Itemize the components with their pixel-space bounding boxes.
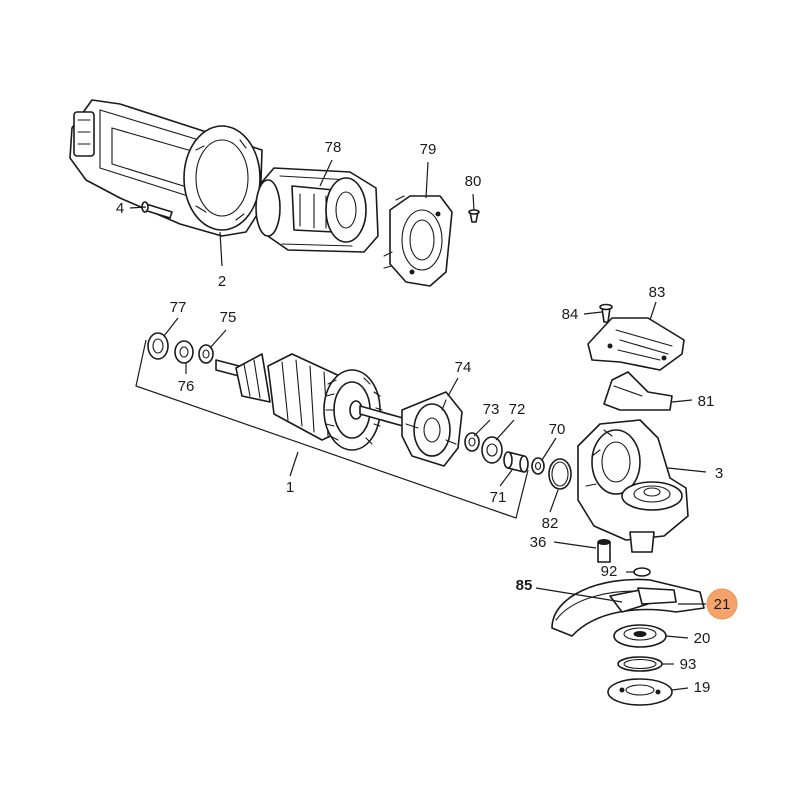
callout-labels: 4 2 78 79 80 77 76 75 74 73 72 71 70 82 …: [116, 139, 738, 696]
callout-92: 92: [601, 563, 618, 580]
callout-79: 79: [420, 141, 437, 158]
spring-clip-81: [603, 371, 673, 411]
bearing-77: [147, 332, 169, 360]
callout-2: 2: [218, 273, 226, 290]
nut-70: [531, 457, 545, 475]
callout-76: 76: [178, 378, 195, 395]
callout-93: 93: [680, 656, 697, 673]
callout-85: 85: [516, 577, 533, 594]
screw-80: [468, 209, 480, 223]
callout-78: 78: [325, 139, 342, 156]
callout-84: 84: [562, 306, 579, 323]
screw-4: [141, 201, 173, 219]
callout-72: 72: [509, 401, 526, 418]
callout-21: 21: [714, 596, 731, 613]
callout-83: 83: [649, 284, 666, 301]
callout-73: 73: [483, 401, 500, 418]
ring-92: [633, 567, 651, 577]
gear-housing: [577, 419, 689, 553]
fan-74: [401, 391, 463, 467]
stator: [255, 167, 379, 253]
callout-21-highlight: [706, 588, 738, 620]
screw-84: [599, 303, 613, 323]
armature: [215, 353, 411, 451]
ring-93: [617, 656, 663, 672]
inner-flange-20: [613, 624, 667, 648]
callout-77: 77: [170, 299, 187, 316]
motor-housing: [69, 99, 263, 237]
end-bracket: [383, 195, 453, 287]
callout-71: 71: [490, 489, 507, 506]
ring-75: [198, 344, 214, 364]
wheel-guard: [551, 578, 705, 637]
washer-76: [174, 340, 194, 364]
callout-80: 80: [465, 173, 482, 190]
callout-74: 74: [455, 359, 472, 376]
callout-19: 19: [694, 679, 711, 696]
bearing-72: [481, 436, 503, 464]
bolt-36: [597, 539, 611, 563]
o-ring-82: [548, 458, 572, 490]
callout-20: 20: [694, 630, 711, 647]
callout-82: 82: [542, 515, 559, 532]
callout-81: 81: [698, 393, 715, 410]
armature-group-bracket: [135, 339, 529, 519]
outer-nut-19: [607, 678, 673, 706]
callout-70: 70: [549, 421, 566, 438]
callout-1: 1: [286, 479, 294, 496]
callout-3: 3: [715, 465, 723, 482]
leader-lines: [129, 159, 707, 691]
gear-cover: [587, 317, 685, 371]
pinion-71: [503, 451, 529, 473]
callout-36: 36: [530, 534, 547, 551]
washer-73: [464, 432, 480, 452]
callout-4: 4: [116, 200, 124, 217]
callout-75: 75: [220, 309, 237, 326]
